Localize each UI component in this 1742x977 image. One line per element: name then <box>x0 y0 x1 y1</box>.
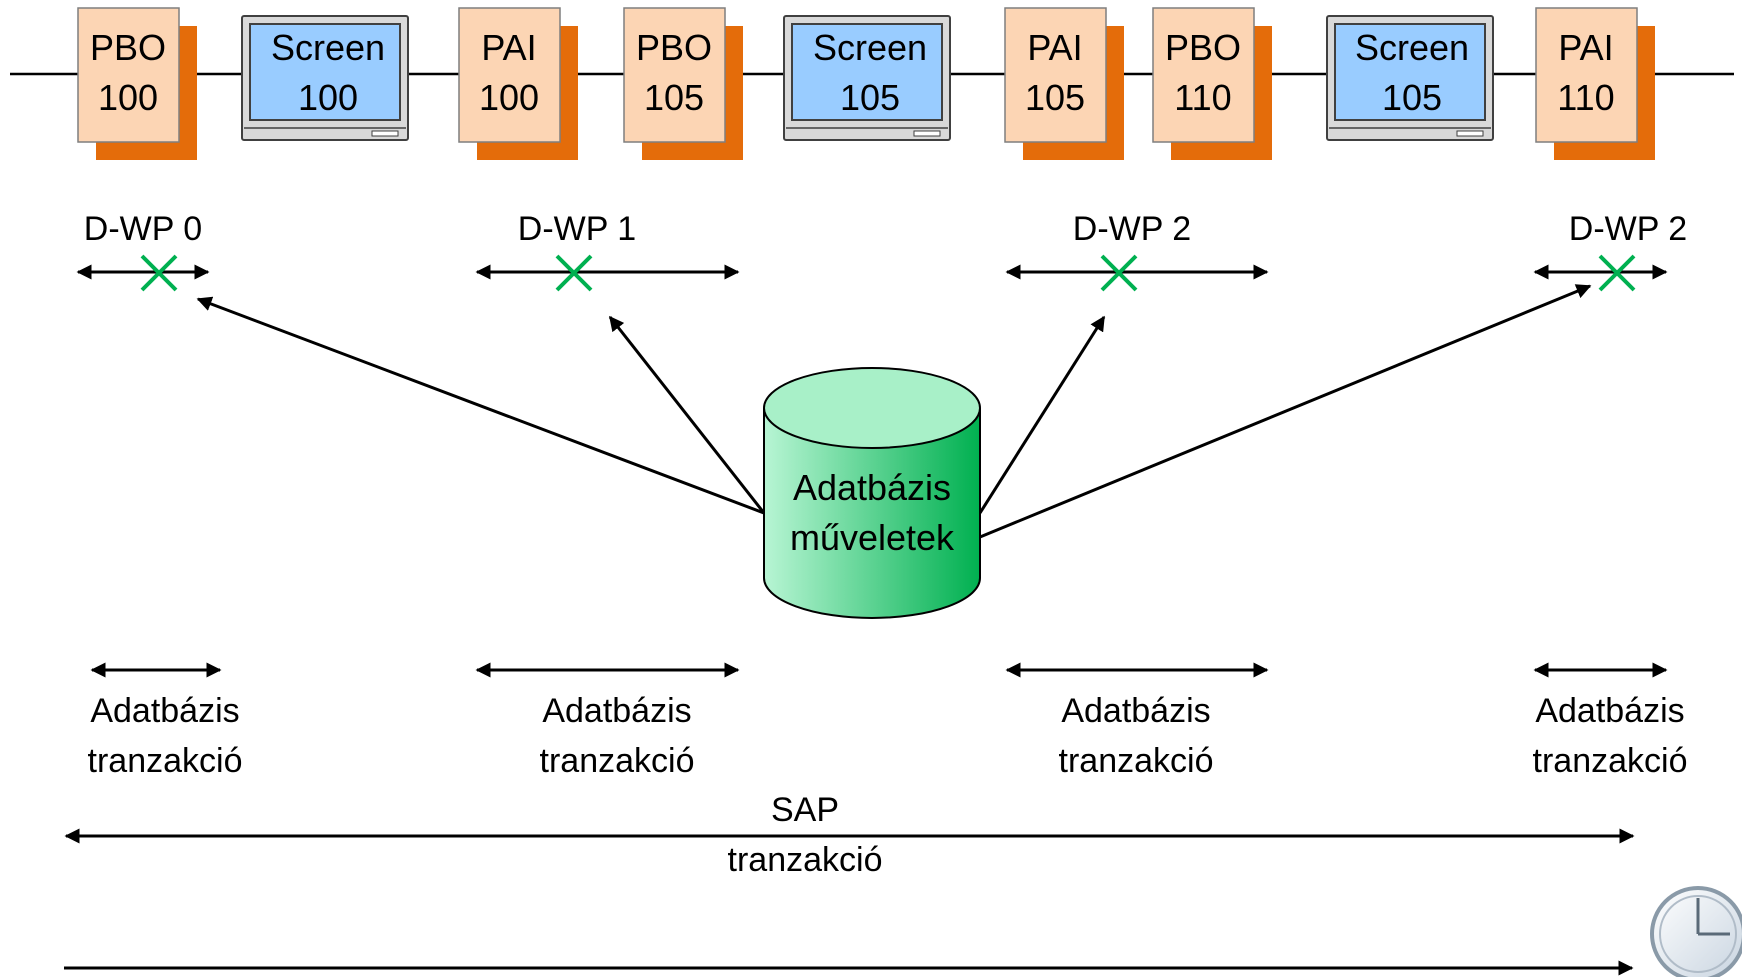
block-body <box>623 7 726 143</box>
block-label-top: Screen <box>1355 27 1469 68</box>
db-arrow-to-wp0 <box>196 296 765 515</box>
block-label-bottom: 105 <box>840 77 900 118</box>
database-body <box>763 408 981 619</box>
cross-icon <box>1100 254 1138 292</box>
block-label-top: Screen <box>813 27 927 68</box>
monitor-screen <box>791 23 943 121</box>
database-label-top: Adatbázis <box>793 467 951 508</box>
block-label-top: PAI <box>1558 27 1613 68</box>
sap-transaction-label-bottom: tranzakció <box>728 841 883 879</box>
block-body <box>1535 7 1638 143</box>
database-label-bottom: műveletek <box>790 517 955 558</box>
work-process-0: D-WP 0 <box>76 210 210 292</box>
monitor-button <box>1456 130 1484 137</box>
work-process-label: D-WP 2 <box>1569 210 1687 248</box>
block-label-bottom: 105 <box>644 77 704 118</box>
db-transaction-label-top: Adatbázis <box>1061 692 1210 730</box>
work-process-2: D-WP 2 <box>1005 210 1269 292</box>
block-label-top: PAI <box>481 27 536 68</box>
db-transaction-label-top: Adatbázis <box>1535 692 1684 730</box>
clock-inner-ring <box>1659 895 1737 973</box>
timeline-block-pai-100: PAI 100 <box>458 7 578 160</box>
block-body <box>458 7 561 143</box>
block-label-bottom: 110 <box>1557 77 1614 118</box>
db-transaction-label-top: Adatbázis <box>542 692 691 730</box>
database-cylinder: Adatbázis műveletek <box>763 367 981 619</box>
db-arrow-to-wp1 <box>608 315 766 514</box>
block-label-top: PBO <box>1165 27 1241 68</box>
block-label-bottom: 105 <box>1382 77 1442 118</box>
db-transaction-label-bottom: tranzakció <box>1533 742 1688 780</box>
db-transaction-label-bottom: tranzakció <box>1059 742 1214 780</box>
db-transaction-2: Adatbázis tranzakció <box>1005 662 1269 780</box>
clock-hands <box>1696 898 1730 936</box>
work-process-label: D-WP 1 <box>518 210 636 248</box>
block-label-top: PBO <box>90 27 166 68</box>
db-transaction-3: Adatbázis tranzakció <box>1533 662 1688 780</box>
block-label-bottom: 105 <box>1025 77 1085 118</box>
monitor-button <box>371 130 399 137</box>
block-label-top: Screen <box>271 27 385 68</box>
sap-transaction-label-top: SAP <box>771 791 839 829</box>
block-body <box>77 7 180 143</box>
database-top <box>763 367 981 449</box>
db-arrow-to-wp3 <box>979 284 1592 539</box>
block-body <box>1152 7 1255 143</box>
db-transaction-label-bottom: tranzakció <box>540 742 695 780</box>
timeline-block-pbo-110: PBO 110 <box>1152 7 1272 160</box>
timeline-block-screen-105: Screen 105 <box>783 15 951 141</box>
work-process-3: D-WP 2 <box>1533 210 1687 292</box>
sap-transaction: SAP tranzakció <box>64 791 1635 879</box>
timeline-block-screen-100: Screen 100 <box>241 15 409 141</box>
timeline-block-pai-105: PAI 105 <box>1004 7 1124 160</box>
clock-icon <box>1650 886 1742 977</box>
timeline-block-screen-105-b: Screen 105 <box>1326 15 1494 141</box>
db-arrow-to-wp2 <box>978 315 1106 514</box>
block-label-bottom: 100 <box>479 77 539 118</box>
monitor-screen <box>1334 23 1486 121</box>
block-label-top: PBO <box>636 27 712 68</box>
block-label-bottom: 110 <box>1174 77 1231 118</box>
block-label-top: PAI <box>1027 27 1082 68</box>
db-transaction-1: Adatbázis tranzakció <box>475 662 740 780</box>
cross-icon <box>1598 254 1636 292</box>
db-transaction-label-top: Adatbázis <box>90 692 239 730</box>
work-process-1: D-WP 1 <box>475 210 740 292</box>
timeline-block-pai-110: PAI 110 <box>1535 7 1655 160</box>
monitor-screen <box>249 23 401 121</box>
block-label-bottom: 100 <box>298 77 358 118</box>
block-body <box>1004 7 1107 143</box>
monitor-button <box>913 130 941 137</box>
cross-icon <box>555 254 593 292</box>
block-label-bottom: 100 <box>98 77 158 118</box>
db-transaction-label-bottom: tranzakció <box>88 742 243 780</box>
db-transaction-0: Adatbázis tranzakció <box>88 662 243 780</box>
cross-icon <box>140 254 178 292</box>
work-process-label: D-WP 0 <box>84 210 202 248</box>
work-process-label: D-WP 2 <box>1073 210 1191 248</box>
timeline-block-pbo-100: PBO 100 <box>77 7 197 160</box>
timeline-block-pbo-105: PBO 105 <box>623 7 743 160</box>
